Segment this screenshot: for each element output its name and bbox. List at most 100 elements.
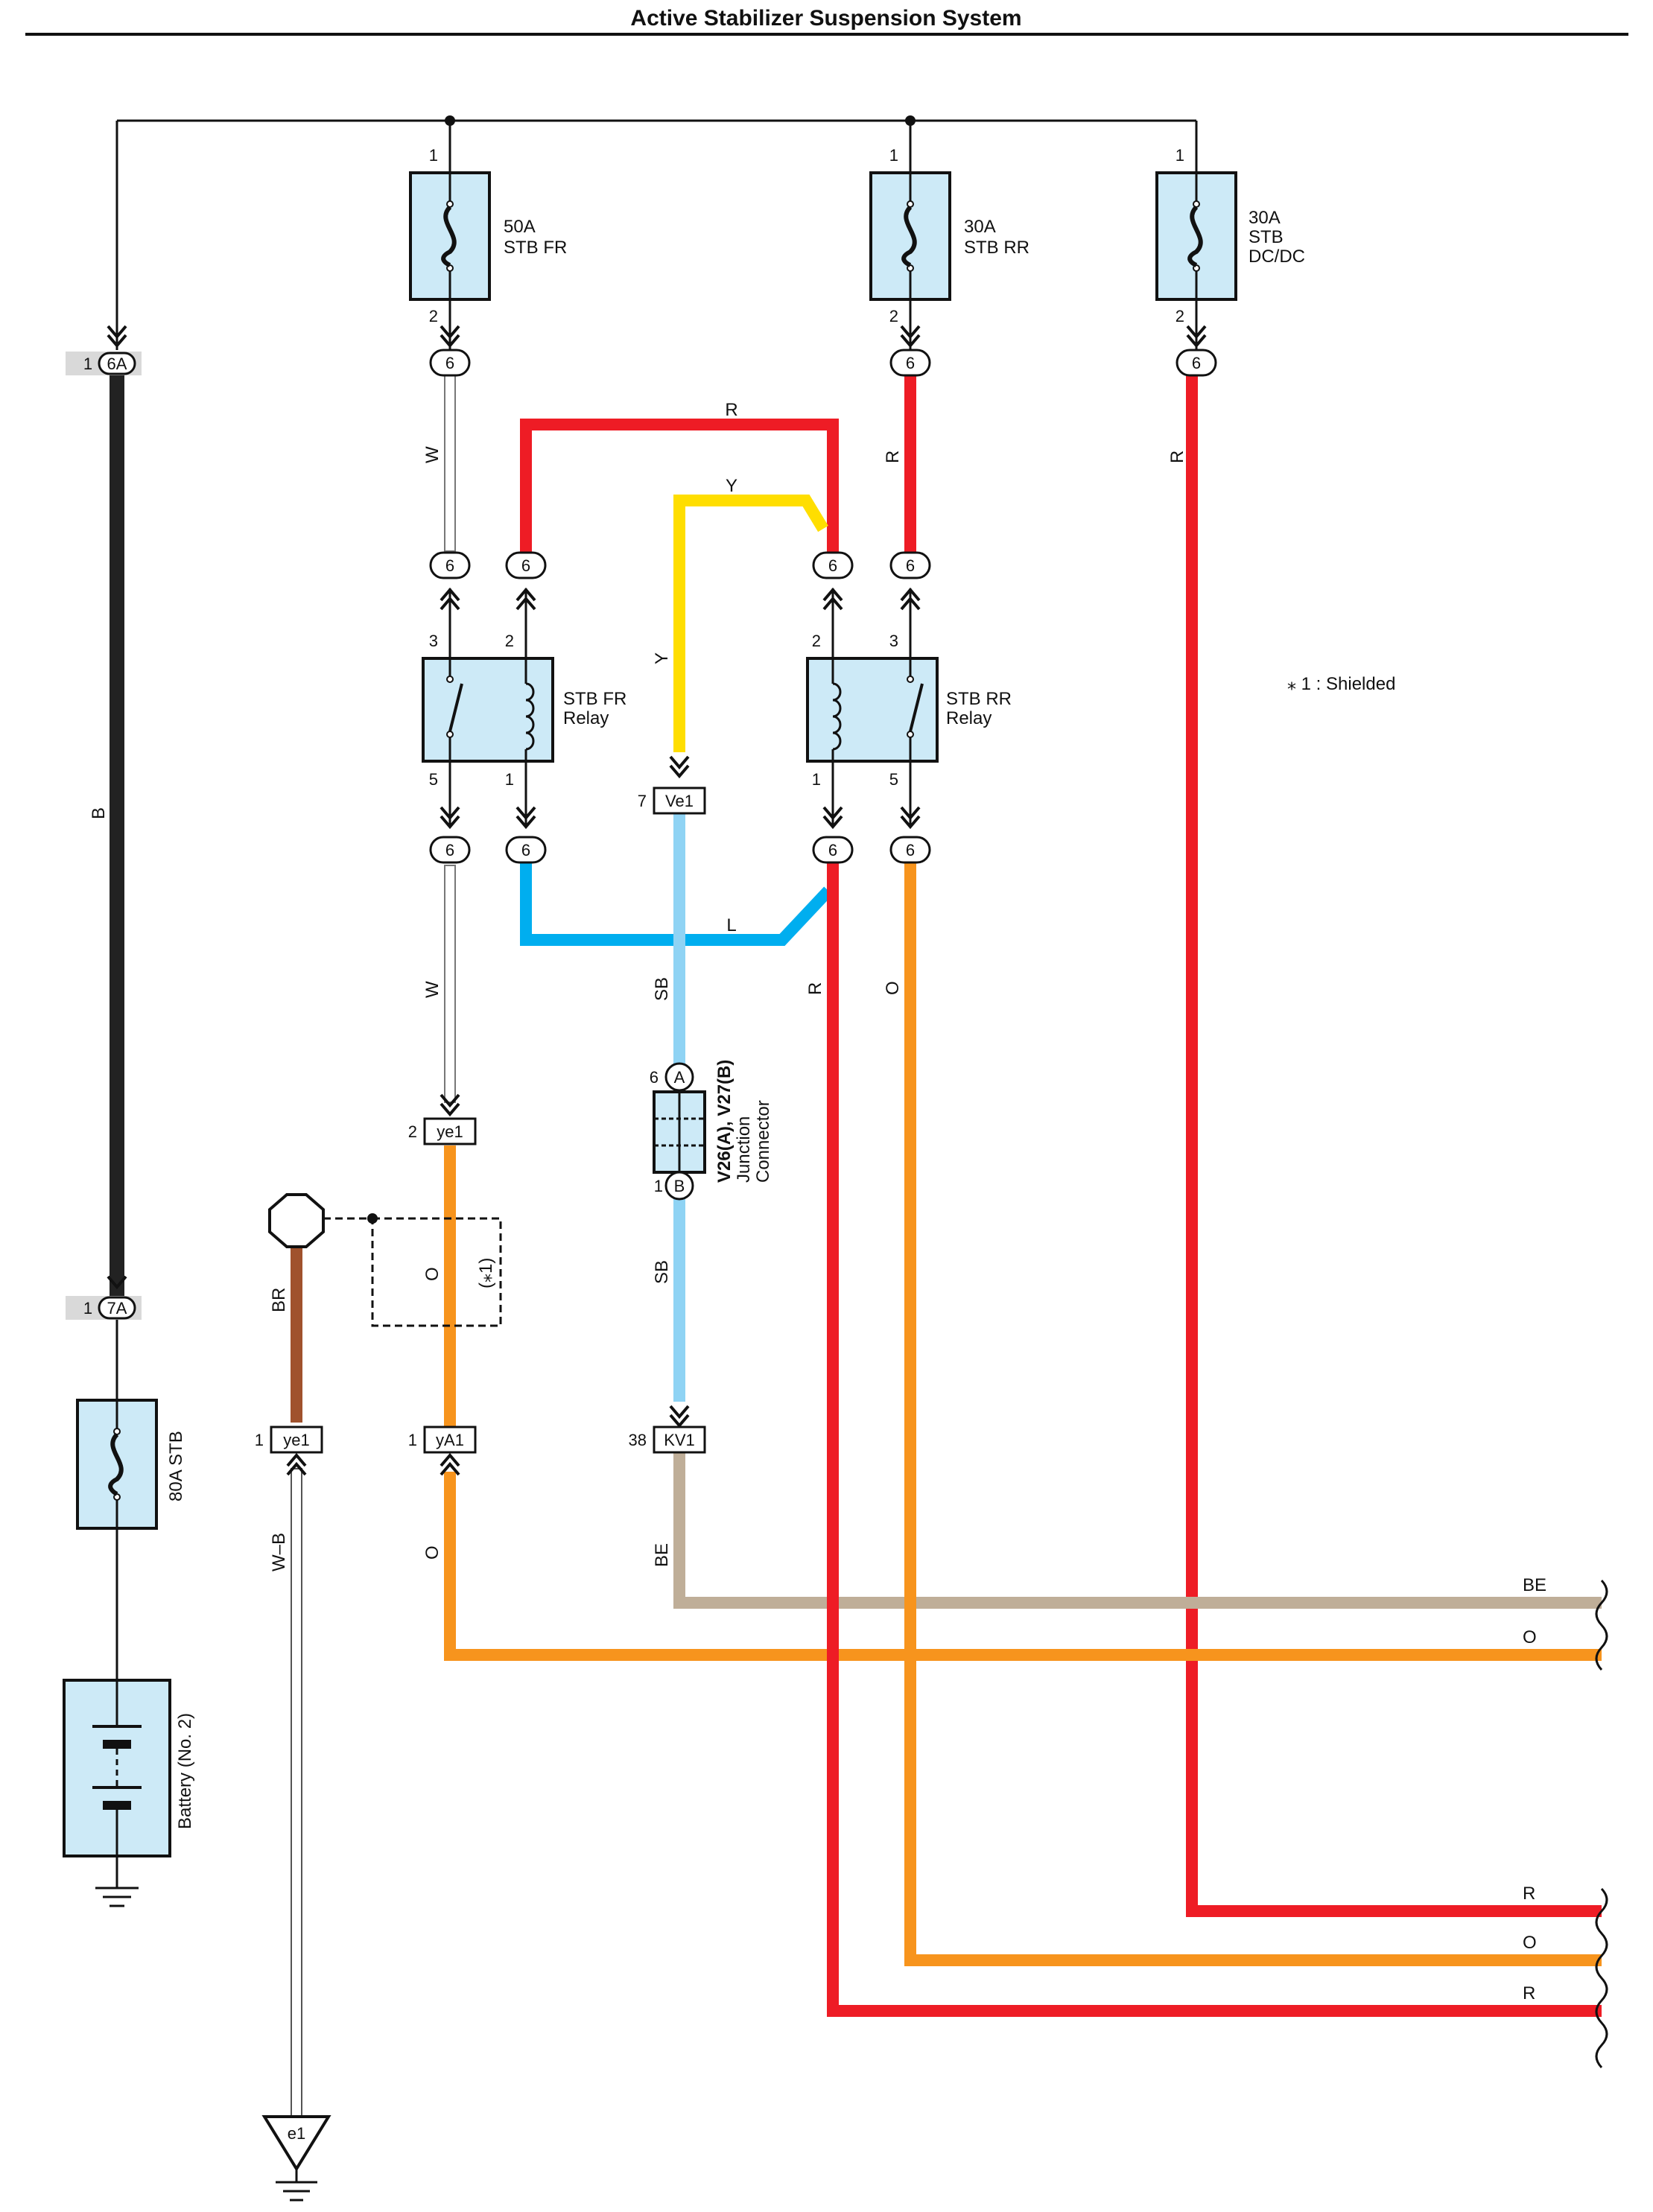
- wire-label-r: R: [1523, 1884, 1535, 1904]
- connector-ye1-bottom: ye1 1: [255, 1426, 323, 1454]
- svg-text:6: 6: [445, 841, 454, 859]
- wire-labels: B W R R R Y Y L W SB R O O (⁎1) BR SB W–…: [89, 400, 1546, 2003]
- fuse-stb-dcdc-pin-in: 1: [1175, 146, 1184, 165]
- wire-label-sb: SB: [652, 977, 672, 1001]
- relay-rr-pin2: 2: [812, 632, 821, 650]
- fuse-stb-dcdc-name2: DC/DC: [1249, 247, 1305, 267]
- relay-rr-pin3: 3: [889, 632, 898, 650]
- wire-w-lower: [444, 865, 456, 1103]
- svg-text:6: 6: [906, 841, 915, 859]
- connector-ya1: yA1 1: [408, 1426, 477, 1454]
- shielded-note: ⁎ 1 : Shielded: [1287, 674, 1395, 694]
- wire-label-r: R: [725, 400, 737, 420]
- wire-be: [673, 1452, 1602, 1609]
- fuse-stb-rr-pin-in: 1: [889, 146, 898, 165]
- wire-r-dcdc: [1186, 375, 1602, 1917]
- wire-r-rr-out: [827, 862, 1602, 2017]
- relay-rr-pin1: 1: [812, 770, 821, 789]
- svg-text:6: 6: [445, 354, 454, 372]
- connector-6: 6: [889, 551, 931, 579]
- wire-label-o: O: [422, 1545, 442, 1560]
- fuse-stb-dcdc-pin-out: 2: [1175, 307, 1184, 325]
- fuse-stb-fr-pin-in: 1: [429, 146, 438, 165]
- connector-6: 6: [1175, 349, 1217, 377]
- wire-label-o: O: [1523, 1933, 1537, 1953]
- svg-text:38: 38: [629, 1431, 647, 1449]
- relay-fr-pin5: 5: [429, 770, 438, 789]
- connector-6: 6: [505, 551, 547, 579]
- battery-no2: Battery (No. 2): [63, 1679, 195, 1857]
- chevron-arrow-icons: [107, 325, 1207, 1476]
- wire-o-bottom: [444, 1472, 1602, 1661]
- connector-6: 6: [429, 836, 471, 864]
- wire-w-b: [291, 1468, 302, 2117]
- shield-box: [371, 1217, 502, 1327]
- fuse-stb-dcdc: 1 2 30A STB DC/DC: [1155, 146, 1305, 350]
- fuse-stb-rr-amp: 30A: [964, 217, 996, 237]
- wire-label-br: BR: [269, 1288, 289, 1312]
- wire-label-be: BE: [1523, 1575, 1546, 1595]
- junction-sub2: Connector: [753, 1100, 773, 1183]
- wire-label-o: O: [422, 1267, 442, 1281]
- connector-kv1: KV1 38: [629, 1426, 706, 1454]
- relay-rr-name1: STB RR: [946, 689, 1012, 709]
- junction-sub1: Junction: [734, 1116, 754, 1183]
- fuse-80a-label: 80A STB: [166, 1431, 186, 1501]
- svg-text:6: 6: [521, 841, 530, 859]
- svg-text:ye1: ye1: [437, 1122, 463, 1141]
- svg-text:6: 6: [828, 841, 837, 859]
- shield-ground-icon: [268, 1193, 325, 1248]
- wire-label-o: O: [1523, 1627, 1537, 1647]
- wire-l: [520, 862, 833, 946]
- svg-text:2: 2: [408, 1122, 417, 1141]
- fuse-80a-stb: 80A STB: [76, 1399, 186, 1530]
- svg-text:1: 1: [408, 1431, 417, 1449]
- svg-text:6: 6: [1192, 354, 1201, 372]
- shield-label: (⁎1): [476, 1258, 496, 1288]
- wire-label-w: W: [422, 981, 442, 998]
- connector-6: 6: [889, 836, 931, 864]
- connector-6: 6: [812, 551, 854, 579]
- wire-label-sb: SB: [652, 1260, 672, 1284]
- svg-text:6: 6: [445, 556, 454, 575]
- relay-rr-name2: Relay: [946, 708, 992, 728]
- connector-ye1-top: ye1 2: [408, 1117, 477, 1145]
- relay-fr-name1: STB FR: [563, 689, 626, 709]
- wire-r-loop: [520, 419, 839, 553]
- wire-label-y: Y: [652, 652, 672, 664]
- relay-fr-pin2: 2: [505, 632, 514, 650]
- fuse-stb-fr-amp: 50A: [504, 217, 536, 237]
- battery-label: Battery (No. 2): [175, 1713, 195, 1829]
- wire-label-y: Y: [726, 476, 737, 496]
- relay-fr-pin1: 1: [505, 770, 514, 789]
- connector-6: 6: [429, 349, 471, 377]
- svg-text:6: 6: [906, 556, 915, 575]
- wire-label-r: R: [1167, 451, 1187, 463]
- fuse-stb-rr-name: STB RR: [964, 238, 1029, 258]
- connector-6: 6: [505, 836, 547, 864]
- connector-7a: 1 7A: [66, 1296, 142, 1320]
- wire-end-terminators: [1595, 1579, 1608, 2069]
- svg-text:6A: 6A: [107, 355, 127, 373]
- svg-text:6: 6: [521, 556, 530, 575]
- svg-text:ye1: ye1: [283, 1431, 309, 1449]
- relay-rr-pin5: 5: [889, 770, 898, 789]
- svg-text:7: 7: [638, 792, 647, 810]
- svg-text:1: 1: [83, 1299, 92, 1318]
- relay-stb-rr: 2 3 1 5 STB RR Relay: [806, 632, 1012, 789]
- relay-fr-name2: Relay: [563, 708, 609, 728]
- connector-6a: 1 6A: [66, 352, 142, 375]
- fuse-stb-dcdc-name1: STB: [1249, 227, 1284, 247]
- page-title: Active Stabilizer Suspension System: [630, 6, 1021, 31]
- connector-6: 6: [889, 349, 931, 377]
- wire-label-r: R: [1523, 1983, 1535, 2003]
- connector-6: 6: [429, 551, 471, 579]
- svg-text:KV1: KV1: [664, 1431, 695, 1449]
- svg-text:1: 1: [255, 1431, 264, 1449]
- fuse-stb-dcdc-amp: 30A: [1249, 208, 1281, 228]
- wire-w-upper: [444, 375, 456, 552]
- fuse-stb-fr-name: STB FR: [504, 238, 567, 258]
- shield-junction-dot: [367, 1213, 378, 1224]
- svg-text:Ve1: Ve1: [665, 792, 694, 810]
